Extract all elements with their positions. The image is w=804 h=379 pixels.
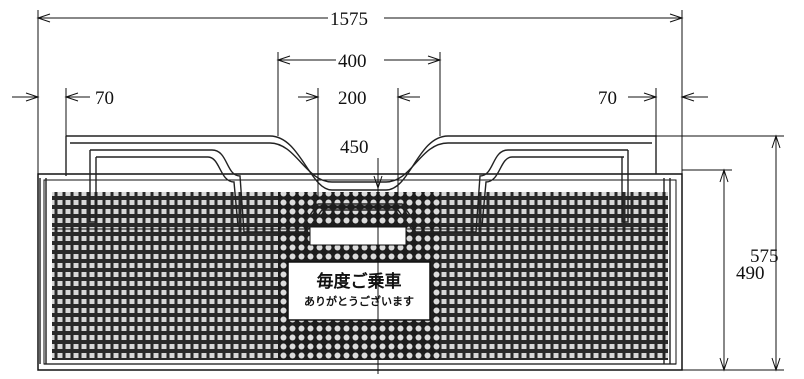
inner-handle-rail-inner bbox=[96, 156, 624, 227]
sign-line-2: ありがとうございます bbox=[304, 294, 414, 308]
mat-outer-frame bbox=[37, 173, 683, 371]
dim-notch-bottom: 450 bbox=[340, 137, 369, 158]
dim-overall-width: 1575 bbox=[330, 9, 368, 30]
sign-panel bbox=[287, 261, 431, 321]
dim-rail-gap: 200 bbox=[338, 88, 367, 109]
dim-overall-height: 575 bbox=[750, 246, 779, 267]
right-grating-panel bbox=[440, 192, 668, 360]
label-bg bbox=[328, 8, 384, 30]
mat-body bbox=[37, 173, 683, 371]
inner-handle-rail bbox=[90, 149, 628, 233]
center-slot-panel bbox=[309, 226, 407, 246]
right-inner-loop bbox=[621, 150, 629, 223]
handle-rails bbox=[39, 135, 671, 364]
arrow-up bbox=[771, 134, 781, 149]
arrow-right bbox=[25, 92, 40, 102]
arrow-up bbox=[719, 168, 729, 183]
right-end-bar bbox=[663, 178, 671, 364]
dim-inner-height: 490 bbox=[736, 263, 765, 284]
left-end-bar bbox=[39, 178, 47, 364]
dim-left-margin: 70 bbox=[95, 88, 114, 109]
arrow-left bbox=[680, 92, 695, 102]
outer-handle-rail-inner bbox=[70, 142, 652, 183]
dim-right-margin: 70 bbox=[598, 88, 617, 109]
dim-notch-width: 400 bbox=[338, 51, 367, 72]
sign-line-1: 毎度ご乗車 bbox=[317, 271, 402, 292]
arrow-down bbox=[373, 175, 383, 190]
label-bg bbox=[336, 50, 384, 72]
outer-handle-rail bbox=[66, 135, 657, 191]
left-grating-panel bbox=[52, 192, 278, 360]
left-inner-loop bbox=[89, 150, 97, 223]
